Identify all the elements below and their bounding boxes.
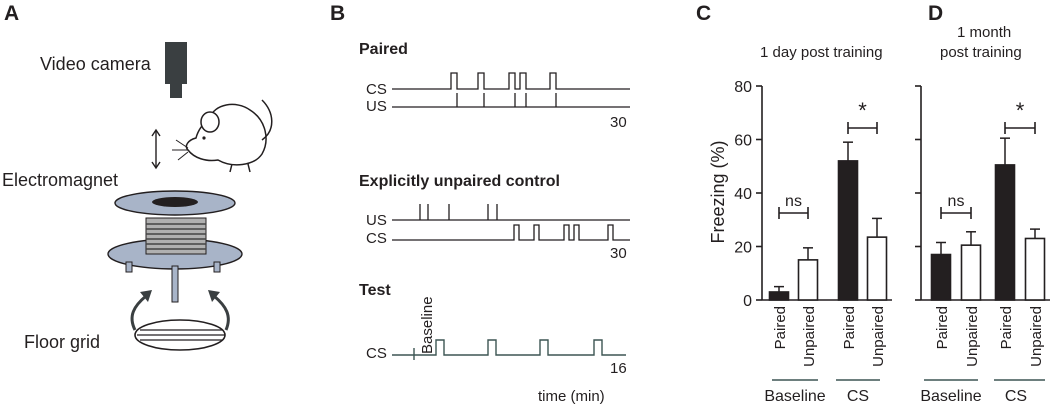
chart-d-title-line1: 1 month bbox=[957, 24, 1011, 41]
chart-c-category-label: Paired bbox=[772, 306, 789, 349]
chart-c-category-label: Paired bbox=[841, 306, 858, 349]
chart-c-category-label: Unpaired bbox=[801, 306, 818, 367]
unpaired-cs-label: CS bbox=[366, 230, 387, 247]
chart-d-category-label: Paired bbox=[934, 306, 951, 349]
chart-c-ytick-label: 60 bbox=[734, 133, 752, 150]
test-end-label: 16 bbox=[610, 360, 627, 377]
test-cs-trace bbox=[392, 339, 626, 356]
chart-d-sig-label: ns bbox=[948, 193, 965, 210]
chart-c-ytick-label: 80 bbox=[734, 79, 752, 96]
paired-end-label: 30 bbox=[610, 114, 627, 131]
chart-c-ytick-label: 40 bbox=[734, 186, 752, 203]
test-title: Test bbox=[359, 282, 391, 299]
chart-c-bar bbox=[837, 160, 859, 301]
chart-d-category-label: Unpaired bbox=[964, 306, 981, 367]
chart-d-bar bbox=[1024, 237, 1046, 301]
chart-c-ylabel: Freezing (%) bbox=[708, 140, 728, 243]
floor-grid-label: Floor grid bbox=[24, 332, 100, 352]
panel-label-a: A bbox=[4, 2, 19, 25]
electromagnet-label: Electromagnet bbox=[2, 170, 118, 190]
chart-c-sig-label: ns bbox=[785, 193, 802, 210]
floor-grid-icon bbox=[130, 290, 230, 351]
panel-label-d: D bbox=[928, 2, 943, 25]
distance-arrow-icon bbox=[151, 128, 161, 170]
baseline-label: Baseline bbox=[419, 296, 436, 354]
chart-d-group-label: CS bbox=[1005, 388, 1027, 405]
chart-c-bar bbox=[797, 259, 819, 301]
chart-d-category-label: Unpaired bbox=[1028, 306, 1045, 367]
chart-c-sig-label: * bbox=[858, 98, 867, 123]
video-camera-icon bbox=[165, 42, 187, 98]
unpaired-us-label: US bbox=[366, 212, 387, 229]
paired-cs-trace bbox=[392, 72, 630, 90]
unpaired-title: Explicitly unpaired control bbox=[359, 173, 560, 190]
video-camera-label: Video camera bbox=[40, 54, 152, 74]
chart-c: 0 20 40 60 80 Paired Unpaired Paired Unpaired n… bbox=[734, 79, 892, 405]
chart-d-group-label: Baseline bbox=[920, 388, 981, 405]
panel-label-c: C bbox=[696, 2, 711, 25]
chart-c-group-label: Baseline bbox=[764, 388, 825, 405]
chart-c-category-label: Unpaired bbox=[870, 306, 887, 367]
unpaired-us-trace bbox=[392, 204, 630, 221]
chart-d-bar bbox=[994, 164, 1016, 301]
paired-us-label: US bbox=[366, 98, 387, 115]
paired-cs-label: CS bbox=[366, 81, 387, 98]
chart-c-ytick-label: 0 bbox=[743, 293, 752, 310]
chart-c-ytick-label: 20 bbox=[734, 240, 752, 257]
chart-d-title-line2: post training bbox=[940, 44, 1022, 61]
chart-c-bar bbox=[768, 291, 790, 301]
unpaired-cs-trace bbox=[392, 224, 630, 241]
chart-c-group-label: CS bbox=[847, 388, 869, 405]
chart-d-sig-label: * bbox=[1016, 98, 1025, 123]
chart-d-category-label: Paired bbox=[998, 306, 1015, 349]
test-cs-label: CS bbox=[366, 345, 387, 362]
electromagnet-icon bbox=[107, 190, 243, 303]
chart-c-bar bbox=[866, 236, 888, 301]
chart-d: Paired Unpaired Paired Unpaired ns * Baselin… bbox=[915, 85, 1050, 405]
unpaired-end-label: 30 bbox=[610, 245, 627, 262]
paired-title: Paired bbox=[359, 41, 408, 58]
mouse-icon bbox=[172, 99, 273, 173]
time-axis-label: time (min) bbox=[538, 388, 605, 405]
chart-d-bar bbox=[960, 244, 982, 301]
chart-d-bar bbox=[930, 253, 952, 301]
panel-label-b: B bbox=[330, 2, 345, 25]
chart-c-title: 1 day post training bbox=[760, 44, 883, 61]
paired-us-trace bbox=[392, 93, 630, 108]
